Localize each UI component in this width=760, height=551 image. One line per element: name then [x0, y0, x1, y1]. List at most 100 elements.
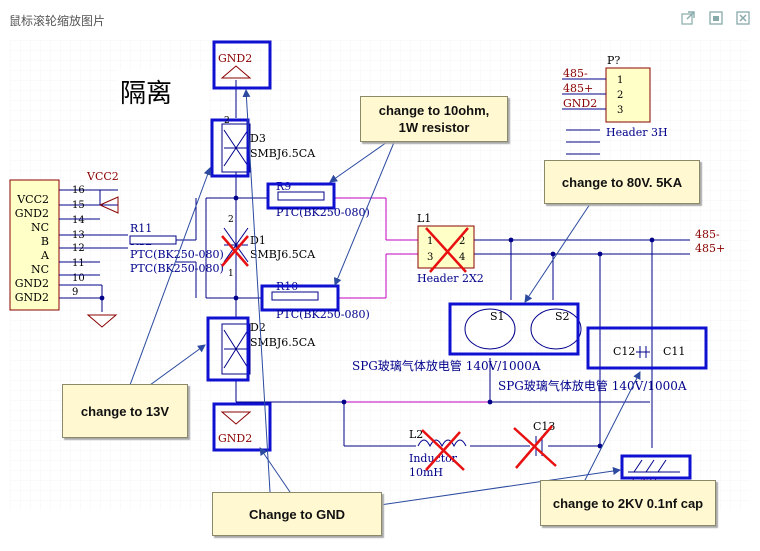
conn-pin-1: 15 — [72, 200, 85, 211]
magenta-wires — [334, 197, 490, 403]
gnd-bottom-highlight — [212, 402, 272, 452]
d2-part: SMBJ6.5CA — [250, 336, 316, 349]
conn-name-2: NC — [31, 221, 49, 234]
s1-s2-highlight — [448, 302, 580, 356]
d1-pin-2: 2 — [228, 215, 234, 225]
connector-leads — [59, 218, 100, 276]
conn-pin-0: 16 — [72, 185, 85, 196]
d3-diode: D3 SMBJ6.5CA 2 — [210, 116, 316, 178]
open-external-icon[interactable] — [681, 11, 695, 25]
header-net-3: GND2 — [563, 97, 597, 110]
r10-part: PTC(BK250-080) — [276, 308, 370, 321]
gnd-top-highlight — [212, 40, 272, 90]
header-net-2: 485+ — [563, 82, 593, 95]
l1-pin-2: 2 — [459, 236, 465, 247]
conn-name-3: B — [41, 235, 49, 248]
ptc2-label: PTC(BK250-080) — [130, 262, 224, 275]
header-pin-3: 3 — [617, 105, 623, 116]
d2-diode: D2 SMBJ6.5CA — [206, 316, 316, 382]
d1-ref: D1 — [250, 234, 266, 247]
note-13v: change to 13V — [62, 384, 188, 438]
gnd-bottom-label: GND2 — [218, 432, 252, 445]
conn-name-1: GND2 — [15, 207, 49, 220]
connector-pins: 16 15 14 13 12 11 10 9 — [72, 185, 85, 298]
conn-pin-2: 14 — [72, 215, 85, 226]
r9-ref: R9 — [276, 180, 291, 193]
conn-pin-6: 10 — [72, 273, 85, 284]
ptc1-label: PTC(BK250-080) — [130, 248, 224, 261]
d1-pin-1: 1 — [228, 269, 234, 279]
r10-resistor: R10 PTC(BK250-080) — [260, 280, 370, 321]
maximize-icon[interactable] — [709, 11, 723, 25]
header-part: Header 3H — [606, 126, 668, 139]
title-bar: 鼠标滚轮缩放图片 — [0, 0, 760, 38]
conn-pin-5: 11 — [72, 258, 85, 269]
conn-name-5: NC — [31, 263, 49, 276]
vcc-symbol — [98, 196, 119, 214]
l1-header: L1 1 2 3 4 Header 2X2 — [417, 212, 484, 285]
conn-pin-7: 9 — [72, 287, 78, 298]
s1-label: S1 — [490, 310, 505, 323]
gnd-top-label: GND2 — [218, 52, 252, 65]
spg2-label: SPG玻璃气体放电管 140V/1000A — [498, 378, 687, 393]
inductor-l2: L2 Inductor 10mH — [409, 428, 467, 479]
capacitors-c11-c12: C12 C11 — [586, 326, 708, 370]
connector-names: VCC2 GND2 NC B A NC GND2 GND2 — [15, 193, 50, 304]
header-3h: P? 1 2 3 485- 485+ GND2 Header 3H — [562, 54, 668, 139]
l2-part-1: Inductor — [409, 452, 458, 465]
d1-diode: D1 SMBJ6.5CA 2 1 — [221, 215, 316, 279]
schematic-image[interactable]: VCC2 GND2 NC B A NC GND2 GND2 16 15 14 1… — [0, 38, 760, 546]
spg1-label: SPG玻璃气体放电管 140V/1000A — [352, 358, 541, 373]
l2-ref: L2 — [409, 428, 423, 441]
header-net-1: 485- — [563, 67, 588, 80]
conn-name-4: A — [40, 249, 50, 262]
c12-label: C12 — [613, 345, 635, 358]
output-485-minus: 485- — [695, 228, 720, 241]
note-cap: change to 2KV 0.1nf cap — [540, 480, 716, 526]
d2-ref: D2 — [250, 321, 266, 334]
header-pin-1: 1 — [617, 75, 623, 86]
header-pin-2: 2 — [617, 90, 623, 101]
left-ground-symbol — [86, 314, 118, 328]
d1-cross-mark — [221, 235, 249, 267]
l1-pin-3: 3 — [427, 252, 433, 263]
r9-resistor: R9 PTC(BK250-080) — [266, 180, 370, 219]
header-ref: P? — [607, 54, 620, 67]
r11-label: R11 — [130, 222, 152, 235]
d1-part: SMBJ6.5CA — [250, 248, 316, 261]
junctions — [99, 195, 655, 449]
annotation-arrows — [129, 89, 641, 506]
note-gnd: Change to GND — [212, 492, 382, 536]
vcc-label: VCC2 — [86, 170, 119, 183]
l2-cross-mark — [421, 429, 465, 471]
l1-ref: L1 — [417, 212, 431, 225]
isolation-label: 隔离 — [120, 79, 172, 109]
l1-cross-mark — [425, 227, 469, 273]
conn-pin-3: 13 — [72, 230, 85, 241]
s2-label: S2 — [555, 310, 570, 323]
window-title: 鼠标滚轮缩放图片 — [9, 14, 106, 28]
close-icon[interactable] — [736, 11, 750, 25]
d3-ref: D3 — [250, 132, 266, 145]
gnd-right-highlight — [620, 454, 692, 480]
r12-body — [129, 235, 177, 245]
l2-part-2: 10mH — [409, 466, 443, 479]
connector-left: VCC2 GND2 NC B A NC GND2 GND2 16 15 14 1… — [9, 179, 100, 311]
conn-name-0: VCC2 — [16, 193, 49, 206]
d3-part: SMBJ6.5CA — [250, 147, 316, 160]
c11-c12-highlight — [586, 326, 708, 370]
l1-pin-4: 4 — [459, 252, 465, 263]
c11-label: C11 — [663, 345, 685, 358]
conn-pin-4: 12 — [72, 243, 85, 254]
conn-name-7: GND2 — [15, 291, 49, 304]
output-485-plus: 485+ — [695, 242, 725, 255]
conn-name-6: GND2 — [15, 277, 49, 290]
note-10ohm: change to 10ohm, 1W resistor — [360, 96, 508, 142]
gas-discharge-tubes: S1 S2 SPG玻璃气体放电管 140V/1000A SPG玻璃气体放电管 1… — [352, 302, 687, 393]
note-80v: change to 80V. 5KA — [544, 160, 700, 204]
c13-cross-mark — [513, 425, 557, 469]
r9-part: PTC(BK250-080) — [276, 206, 370, 219]
l1-part: Header 2X2 — [417, 272, 484, 285]
capacitor-c13: C13 — [513, 420, 557, 469]
